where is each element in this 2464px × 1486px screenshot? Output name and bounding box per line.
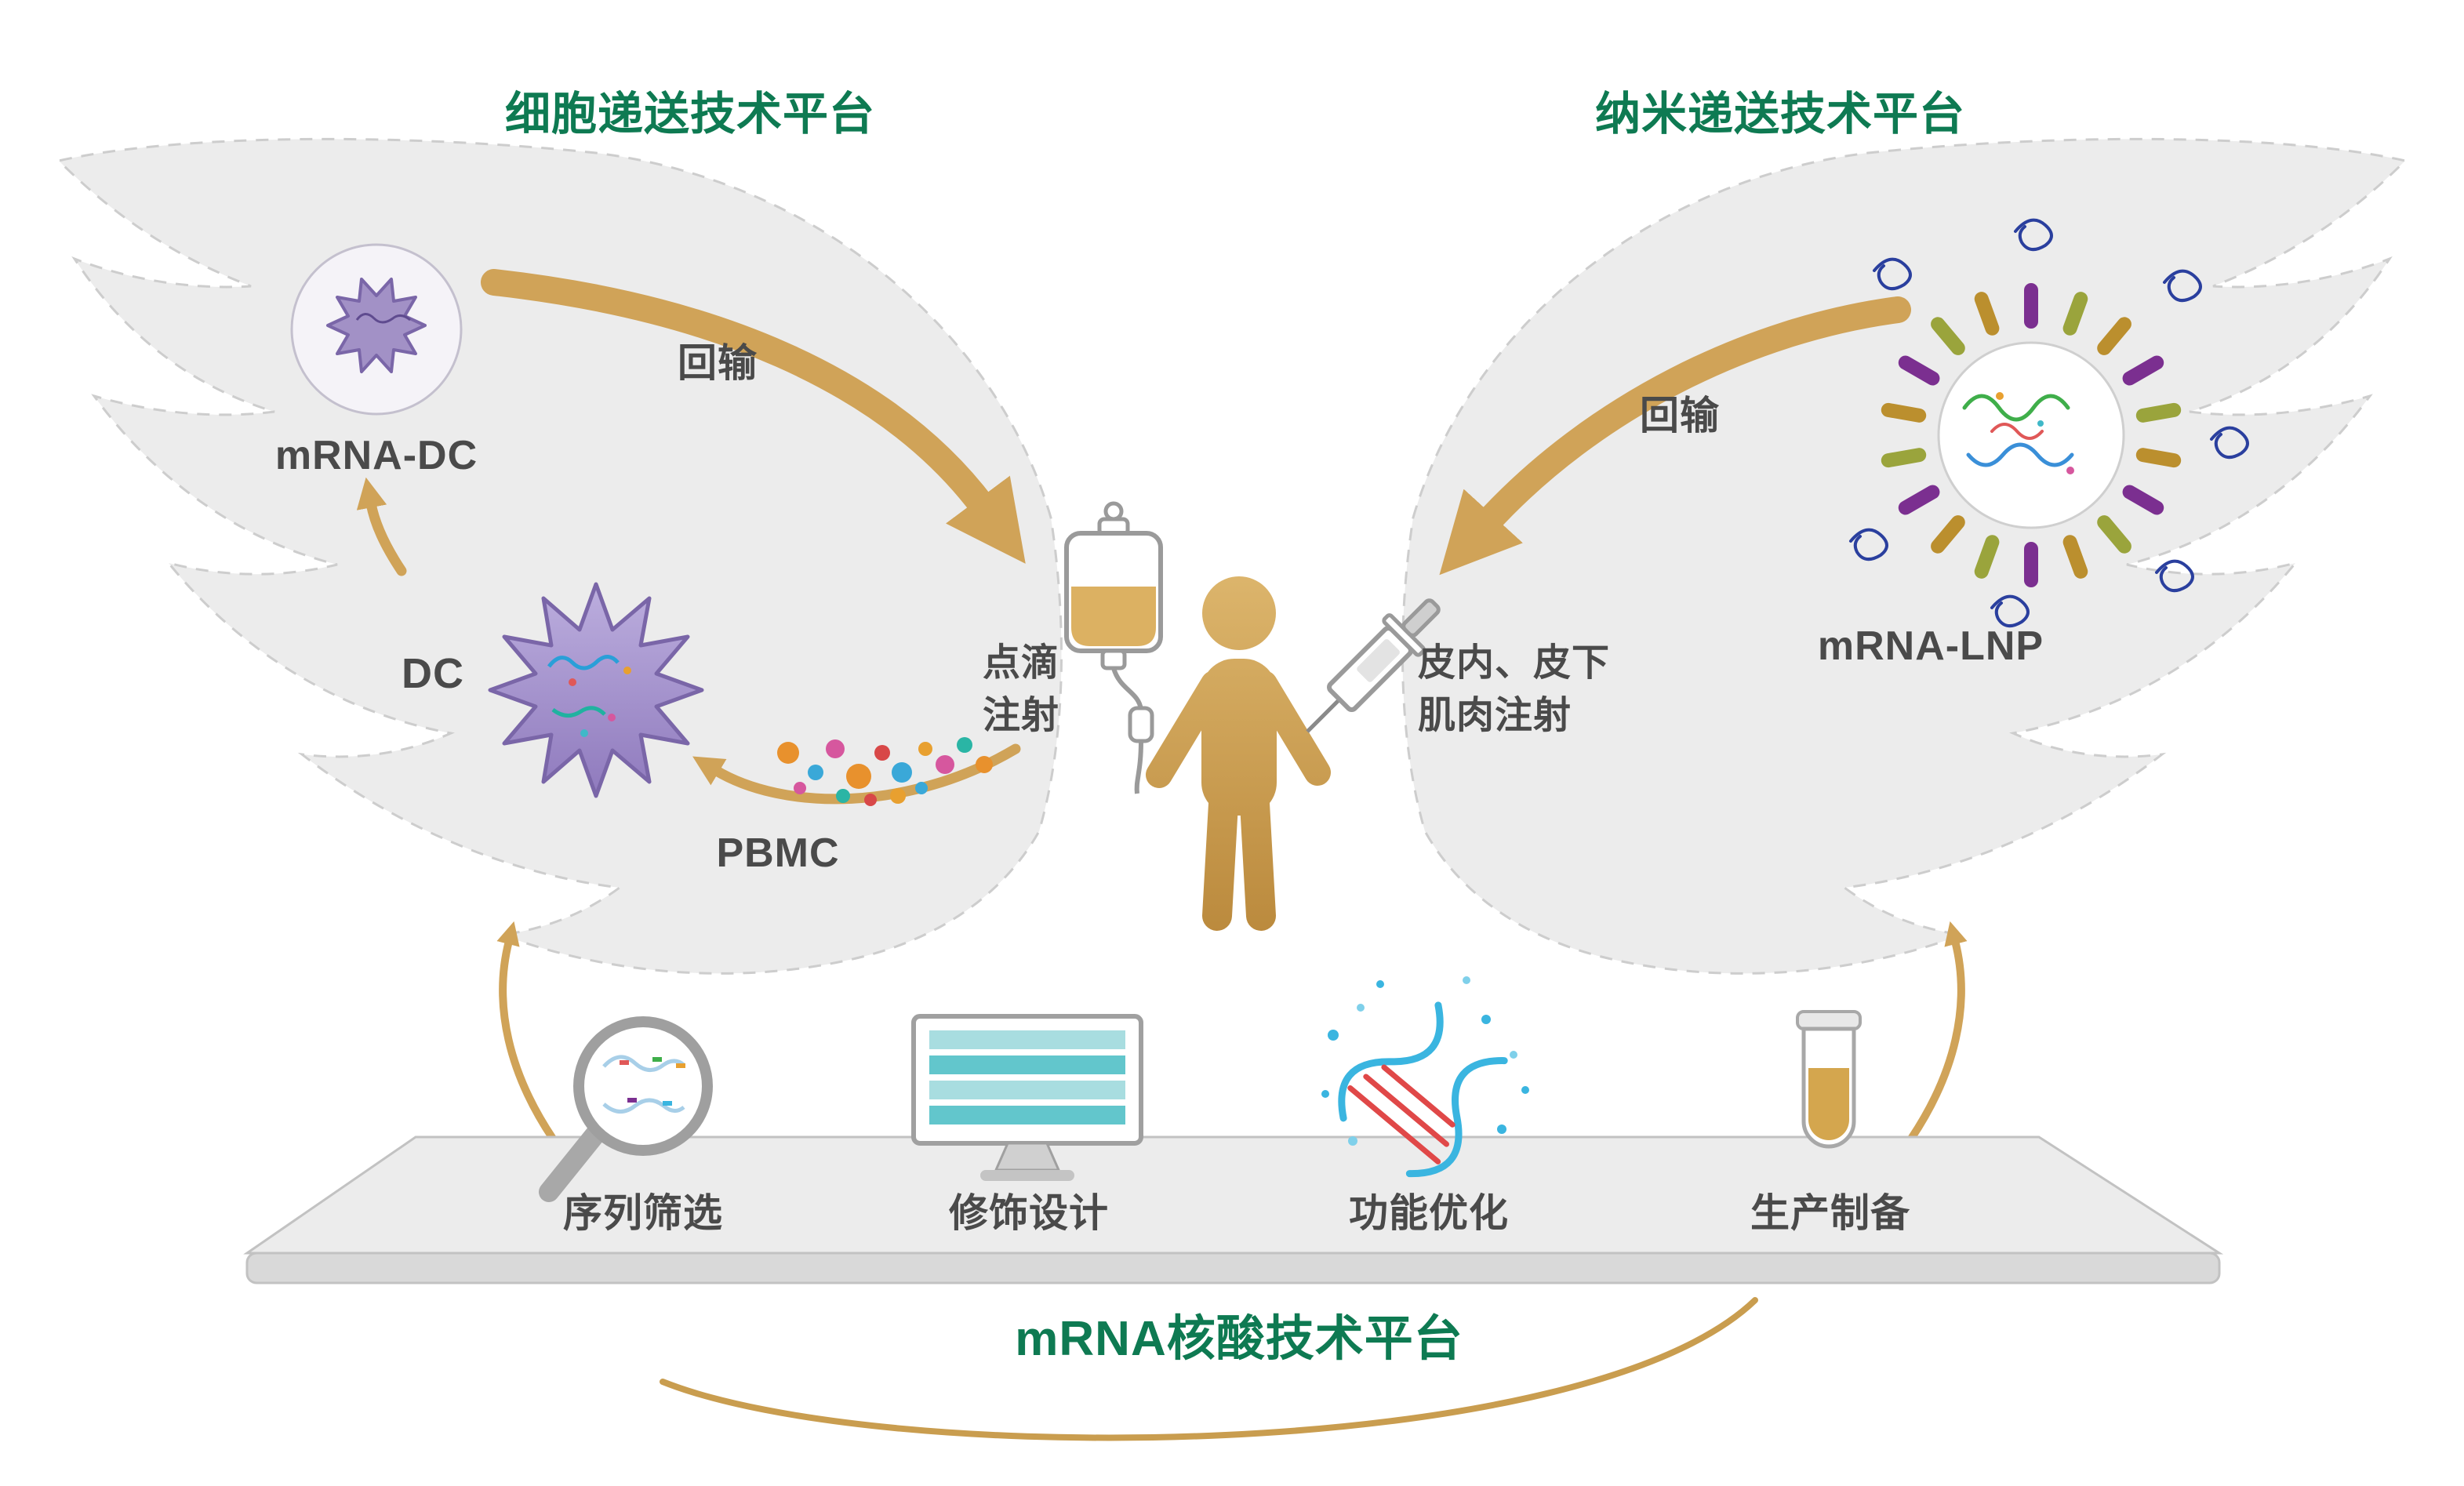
magnifier-dna-icon [539, 1016, 713, 1202]
mrna-dc-label: mRNA-DC [274, 433, 478, 478]
dendritic-cell-icon [488, 582, 704, 798]
monitor-icon [911, 1014, 1143, 1181]
bottom-arc [660, 1297, 1758, 1441]
dc-to-mrnadc-arrow [356, 477, 407, 576]
right-reinfusion-arrow [1439, 296, 1911, 576]
left-reinfusion-label: 回输 [678, 341, 758, 385]
drip-injection-label: 点滴 注射 [982, 642, 1060, 737]
syringe-icon [1306, 598, 1441, 733]
lnp-mrna-strands [1962, 394, 2074, 467]
step-label-modification-design: 修饰设计 [949, 1191, 1109, 1235]
lnp-lipid-shell [1881, 283, 2182, 587]
mrna-lnp-label: mRNA-LNP [1817, 623, 2044, 669]
left-reinfusion-arrow [481, 269, 1026, 564]
dc-label: DC [402, 650, 464, 697]
arrows [356, 269, 1968, 1441]
step-label-function-optimization: 功能优化 [1349, 1191, 1509, 1235]
pbmc-dots-icon [777, 737, 993, 806]
right-wing-title: 纳米递送技术平台 [1594, 89, 1966, 140]
platform-to-rightwing-arrow [1907, 921, 1968, 1143]
patient-icon [1146, 576, 1331, 931]
iv-bag-icon [1064, 501, 1163, 794]
dna-helix-icon [1321, 976, 1529, 1178]
step-label-sequence-screening: 序列筛选 [563, 1191, 723, 1235]
left-wing-title: 细胞递送技术平台 [504, 89, 876, 140]
platform-to-leftwing-arrow [496, 921, 557, 1143]
right-reinfusion-label: 回输 [1640, 394, 1720, 438]
injection-route-label: 皮内、皮下 肌肉注射 [1418, 642, 1611, 737]
left-wing-shape [57, 137, 1063, 975]
pbmc-label: PBMC [716, 830, 840, 876]
mrna-dc-cell-icon [290, 243, 463, 416]
step-label-production-preparation: 生产制备 [1750, 1191, 1910, 1235]
lnp-surface-proteins [1849, 218, 2249, 628]
lnp-particle-icon [1849, 218, 2249, 628]
base-platform-slab [243, 1135, 2224, 1284]
pbmc-to-dc-arrow [692, 743, 1021, 805]
test-tube-icon [1796, 1010, 1862, 1149]
base-platform-title: mRNA核酸技术平台 [1015, 1312, 1463, 1366]
